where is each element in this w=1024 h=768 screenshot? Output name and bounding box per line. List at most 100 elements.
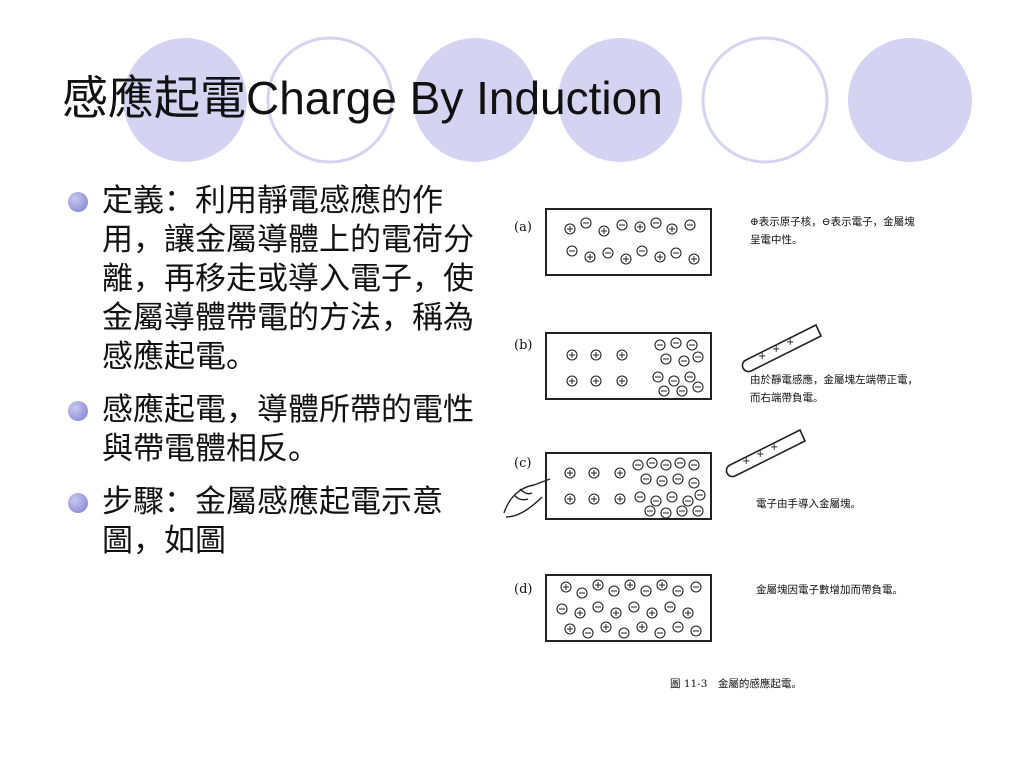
positive-charge-icon <box>634 221 646 233</box>
negative-charge-icon <box>692 351 704 363</box>
svg-text:+: + <box>742 456 750 467</box>
bullet-item: 感應起電，導體所帶的電性與帶電體相反。 <box>66 391 486 469</box>
positive-charge-icon <box>656 579 668 591</box>
positive-charge-icon <box>598 225 610 237</box>
negative-charge-icon <box>582 627 594 639</box>
deco-circle <box>413 38 537 162</box>
negative-charge-icon <box>676 505 688 517</box>
panel-label-c: (c) <box>514 456 531 471</box>
positive-charge-icon <box>688 253 700 265</box>
negative-charge-icon <box>668 375 680 387</box>
positive-charge-icon <box>600 621 612 633</box>
negative-charge-icon <box>654 339 666 351</box>
negative-charge-icon <box>684 371 696 383</box>
negative-charge-icon <box>676 385 688 397</box>
metal-block-a <box>545 208 712 276</box>
negative-charge-icon <box>640 473 652 485</box>
positive-charge-icon <box>654 251 666 263</box>
negative-charge-icon <box>686 339 698 351</box>
negative-charge-icon <box>688 459 700 471</box>
svg-text:+: + <box>786 337 794 348</box>
negative-charge-icon <box>670 247 682 259</box>
positive-charge-icon <box>590 349 602 361</box>
positive-charge-icon <box>560 581 572 593</box>
bullet-text: 定義：利用靜電感應的作用，讓金屬導體上的電荷分離，再移走或導入電子，使金屬導體帶… <box>102 183 474 375</box>
negative-charge-icon <box>602 247 614 259</box>
figure-caption: 圖 11-3 金屬的感應起電。 <box>670 677 802 690</box>
caption-b-line2: 而右端帶負電。 <box>750 391 824 404</box>
negative-charge-icon <box>692 505 704 517</box>
positive-charge-icon <box>614 493 626 505</box>
negative-charge-icon <box>636 245 648 257</box>
positive-charge-icon <box>646 607 658 619</box>
negative-charge-icon <box>576 587 588 599</box>
positive-charge-icon <box>584 251 596 263</box>
negative-charge-icon <box>592 601 604 613</box>
negative-charge-icon <box>664 601 676 613</box>
negative-charge-icon <box>672 473 684 485</box>
svg-text:+: + <box>756 449 764 460</box>
positive-charge-icon <box>666 223 678 235</box>
positive-charge-icon <box>592 579 604 591</box>
panel-label-d: (d) <box>514 582 532 597</box>
negative-charge-icon <box>660 459 672 471</box>
negative-charge-icon <box>672 621 684 633</box>
charged-rod-c: + + + <box>725 428 807 478</box>
svg-text:+: + <box>758 351 766 362</box>
bullet-item: 定義：利用靜電感應的作用，讓金屬導體上的電荷分離，再移走或導入電子，使金屬導體帶… <box>66 182 486 377</box>
positive-charge-icon <box>588 467 600 479</box>
bullet-dot-icon <box>68 493 88 513</box>
positive-charge-icon <box>564 493 576 505</box>
negative-charge-icon <box>672 585 684 597</box>
positive-charge-icon <box>610 607 622 619</box>
svg-text:+: + <box>770 442 778 453</box>
metal-block-d <box>545 574 712 642</box>
negative-charge-icon <box>660 507 672 519</box>
slide-title: 感應起電Charge By Induction <box>62 62 663 128</box>
positive-charge-icon <box>566 375 578 387</box>
deco-circle <box>123 38 247 162</box>
negative-charge-icon <box>678 355 690 367</box>
positive-charge-icon <box>682 607 694 619</box>
metal-block-c <box>545 452 712 520</box>
negative-charge-icon <box>580 217 592 229</box>
negative-charge-icon <box>644 505 656 517</box>
negative-charge-icon <box>646 457 658 469</box>
bullet-item: 步驟：金屬感應起電示意圖，如圖 <box>66 483 486 561</box>
bullet-list: 定義：利用靜電感應的作用，讓金屬導體上的電荷分離，再移走或導入電子，使金屬導體帶… <box>66 182 486 575</box>
negative-charge-icon <box>682 495 694 507</box>
negative-charge-icon <box>632 459 644 471</box>
caption-c-line1: 電子由手導入金屬塊。 <box>756 497 861 510</box>
negative-charge-icon <box>628 601 640 613</box>
panel-label-a: (a) <box>514 220 532 235</box>
charge-symbols <box>556 217 706 639</box>
svg-text:+: + <box>772 344 780 355</box>
negative-charge-icon <box>618 627 630 639</box>
positive-charge-icon <box>564 223 576 235</box>
metal-block-b <box>545 332 712 400</box>
positive-charge-icon <box>620 253 632 265</box>
negative-charge-icon <box>660 353 672 365</box>
induction-figure: (a) (b) (c) (d) + + + + + + ⊕表示原子核，⊖表示電子… <box>503 208 918 690</box>
bullet-dot-icon <box>68 192 88 212</box>
negative-charge-icon <box>666 491 678 503</box>
negative-charge-icon <box>616 219 628 231</box>
deco-circle <box>558 38 682 162</box>
charged-rod-b: + + + <box>741 323 823 373</box>
caption-a-line2: 呈電中性。 <box>750 233 803 246</box>
negative-charge-icon <box>694 489 706 501</box>
caption-d-line1: 金屬塊因電子數增加而帶負電。 <box>756 583 903 596</box>
deco-circle <box>848 38 972 162</box>
negative-charge-icon <box>640 585 652 597</box>
positive-charge-icon <box>588 493 600 505</box>
negative-charge-icon <box>684 219 696 231</box>
negative-charge-icon <box>656 475 668 487</box>
negative-charge-icon <box>650 217 662 229</box>
title-english: Charge By Induction <box>246 72 663 124</box>
positive-charge-icon <box>566 349 578 361</box>
deco-circle <box>266 36 394 164</box>
positive-charge-icon <box>564 623 576 635</box>
positive-charge-icon <box>590 375 602 387</box>
positive-charge-icon <box>564 467 576 479</box>
